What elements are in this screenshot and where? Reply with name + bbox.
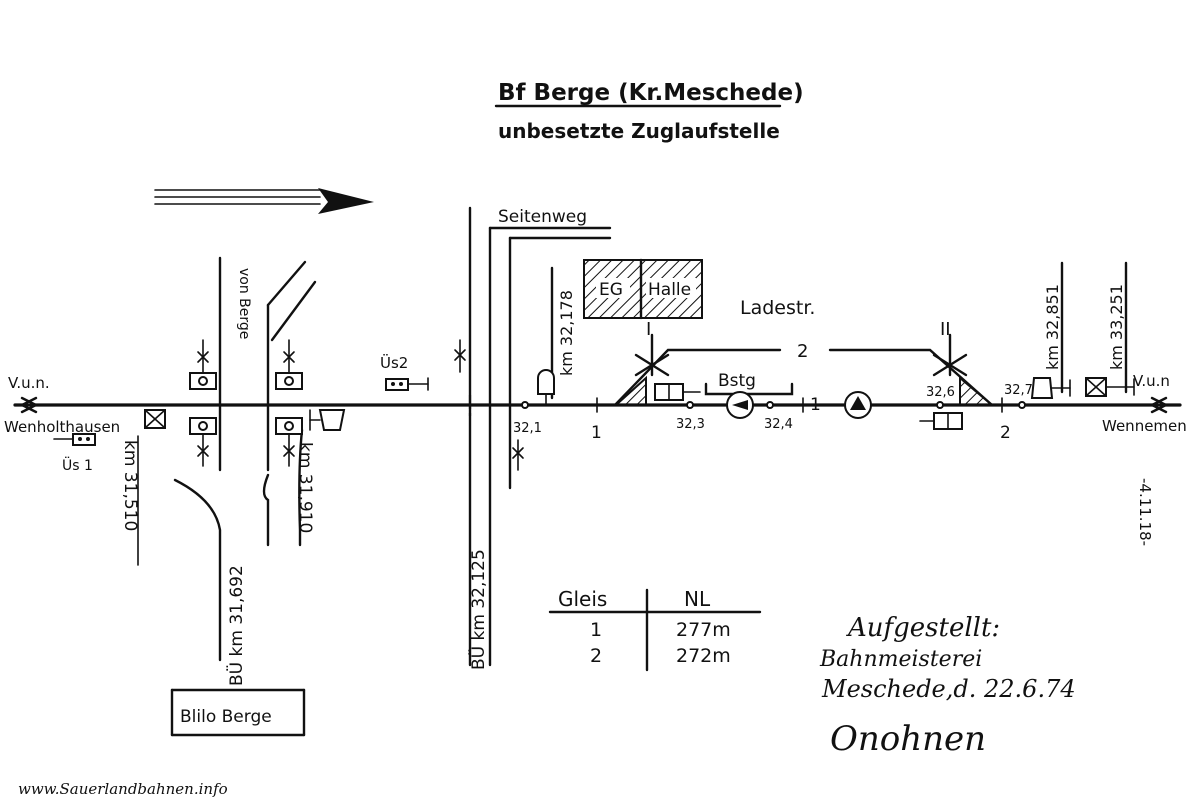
switch-I-icon — [634, 333, 670, 377]
h-board-left-icon — [654, 383, 701, 401]
km-32-851-label: km 32,851 — [1043, 284, 1062, 370]
bstg-label: Bstg — [718, 371, 756, 391]
us1-label: Üs 1 — [62, 456, 93, 474]
road-light-box-4-icon — [275, 417, 303, 467]
signal-post-left-icon — [537, 369, 555, 406]
table-row-1-length: 277m — [676, 619, 731, 641]
switch-I-label: I — [646, 319, 651, 340]
track-2-right-label: 2 — [1000, 423, 1011, 443]
halle-label: Halle — [648, 280, 691, 300]
h-board-right-icon — [919, 412, 963, 430]
table-row-1-track: 1 — [590, 619, 602, 641]
ladestr-label: Ladestr. — [740, 297, 815, 319]
switch-II-label: II — [940, 319, 951, 340]
plan-title: Bf Berge (Kr.Meschede) — [498, 80, 804, 106]
track-1-left-label: 1 — [591, 423, 602, 443]
us2-label: Üs2 — [380, 353, 408, 372]
track-end-left-icon — [19, 396, 39, 414]
table-row-2-track: 2 — [590, 645, 602, 667]
signal-square-right-icon — [1030, 377, 1071, 399]
us1-icon — [53, 433, 96, 446]
km-33-251-label: km 33,251 — [1107, 284, 1126, 370]
stamp-line-1: Aufgestellt: — [846, 613, 1000, 643]
vun-right-label: V.u.n — [1133, 372, 1170, 390]
table-row-2-length: 272m — [676, 645, 731, 667]
direction-arrow-icon — [154, 188, 374, 214]
km-32-178-label: km 32,178 — [557, 290, 576, 376]
wennholthausen-label: Wenholthausen — [4, 418, 120, 436]
track-1-mid-label: 1 — [810, 395, 821, 415]
eg-label: EG — [599, 280, 623, 300]
table-header-nl: NL — [684, 587, 711, 611]
cross-mark-32-1-icon — [512, 439, 524, 471]
platform-bstg — [704, 382, 794, 396]
von-berge-label: von Berge — [236, 268, 252, 339]
bu-32-125-label: BÜ km 32,125 — [467, 549, 489, 670]
km-point-32-3: 32,3 — [676, 417, 705, 432]
km-point-32-1: 32,1 — [513, 421, 542, 436]
table-header-gleis: Gleis — [558, 587, 607, 611]
us2-icon — [385, 377, 429, 391]
station-building — [583, 258, 703, 320]
blilo-berge-label: Blilo Berge — [180, 707, 272, 727]
km-point-32-6: 32,6 — [926, 385, 955, 400]
km-point-32-7: 32,7 — [1004, 383, 1033, 398]
km-31-910-label: km 31,910 — [295, 442, 315, 533]
track-2-label: 2 — [797, 341, 808, 362]
signal-circle-arrow-right-icon — [844, 391, 872, 419]
blilo-berge-box — [170, 688, 306, 737]
vun-left-label: V.u.n. — [8, 374, 50, 392]
track-end-right-icon — [1149, 396, 1169, 414]
signal-circle-arrow-icon — [726, 391, 754, 419]
road-light-box-3-icon — [189, 417, 217, 467]
board-cross-left-icon — [137, 409, 166, 566]
board-cross-right-icon — [1085, 377, 1135, 397]
signal-square-left-icon — [309, 409, 346, 431]
side-date-label: -4.11.18- — [1136, 478, 1154, 546]
bu-31-692-label: BÜ km 31,692 — [225, 565, 247, 686]
cross-mark-seitenweg-icon — [454, 339, 466, 373]
wennemen-label: Wennemen — [1102, 417, 1187, 435]
switch-II-icon — [932, 333, 968, 377]
stamp-line-3: Meschede,d. 22.6.74 — [821, 675, 1076, 703]
website-label: www.Sauerlandbahnen.info — [18, 780, 228, 798]
signature: Onohnen — [830, 719, 986, 759]
km-31-510-label: km 31,510 — [120, 440, 140, 531]
road-light-box-2-icon — [275, 339, 303, 390]
plan-subtitle: unbesetzte Zuglaufstelle — [498, 119, 780, 143]
track-2-loop — [613, 348, 782, 407]
track-length-table: Gleis NL 1 277m 2 272m — [548, 587, 762, 672]
seitenweg-label: Seitenweg — [498, 207, 587, 227]
stamp-line-2: Bahnmeisterei — [819, 647, 982, 672]
km-point-32-4: 32,4 — [764, 417, 793, 432]
road-light-box-1-icon — [189, 339, 217, 390]
